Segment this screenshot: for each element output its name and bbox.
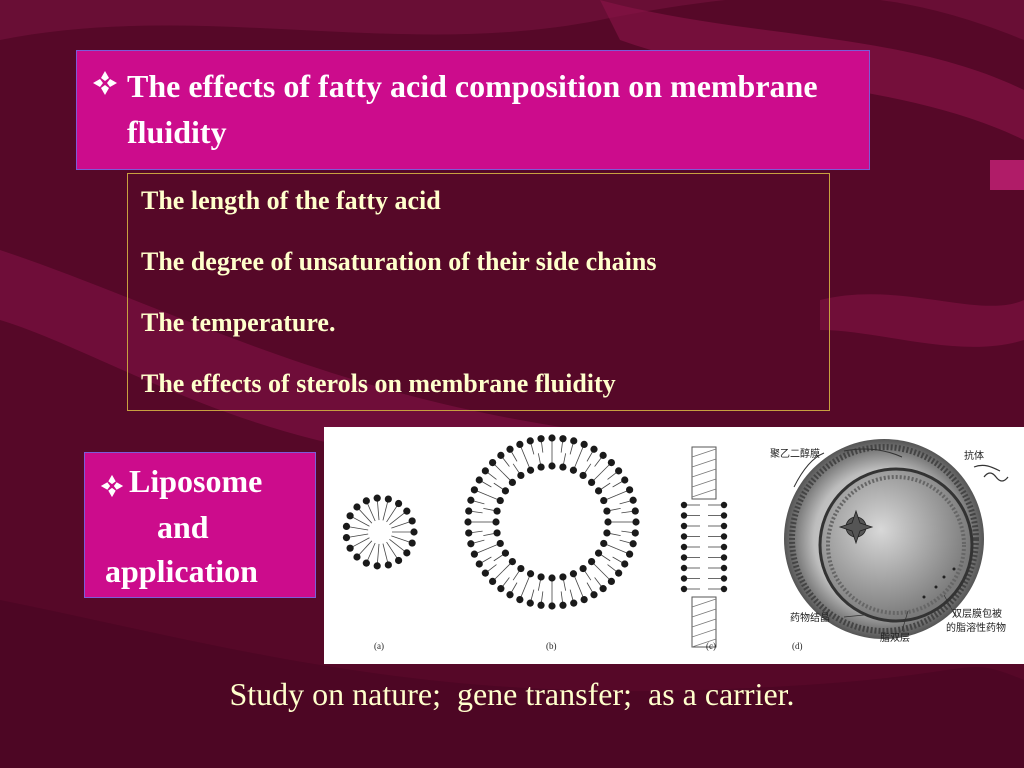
factors-box: The length of the fatty acid The degree … — [127, 173, 830, 411]
liposome-diagram: (a) (b) (c) (d) 聚乙二醇膜 抗体 药物结晶 脂双层 双层膜包被 … — [342, 434, 1009, 651]
panel-label-d: (d) — [792, 641, 803, 651]
liposome-figure: (a) (b) (c) (d) 聚乙二醇膜 抗体 药物结晶 脂双层 双层膜包被 … — [324, 427, 1024, 664]
panel-label-a: (a) — [374, 641, 384, 651]
liposome-label-line2: and — [157, 509, 209, 545]
annotation-wrapped-drug-2: 的脂溶性药物 — [946, 621, 1006, 634]
annotation-peg: 聚乙二醇膜 — [770, 447, 820, 460]
slide-title: The effects of fatty acid composition on… — [127, 68, 818, 150]
caption: Study on nature; gene transfer; as a car… — [229, 676, 795, 712]
annotation-bilayer: 脂双层 — [880, 631, 910, 644]
drug-crystal-drawing — [838, 509, 874, 545]
liposome-label-line1: Liposome — [129, 463, 263, 499]
panel-label-c: (c) — [706, 641, 716, 651]
annotation-wrapped-drug-1: 双层膜包被 — [952, 607, 1002, 620]
factor-item: The length of the fatty acid — [141, 186, 441, 215]
vesicle-drawing — [464, 434, 640, 610]
annotation-drug-crystal: 药物结晶 — [790, 611, 830, 624]
factor-item: The temperature. — [141, 308, 336, 337]
factor-item: The degree of unsaturation of their side… — [141, 247, 657, 276]
micelle-drawing — [342, 494, 418, 570]
diamond-bullet-icon — [100, 474, 124, 498]
factor-item: The effects of sterols on membrane fluid… — [141, 369, 616, 398]
panel-label-b: (b) — [546, 641, 557, 651]
liposome-label-line3: application — [105, 553, 258, 589]
drug-carrier-liposome-drawing — [784, 439, 1009, 639]
liposome-box: Liposome and application — [84, 452, 316, 598]
bilayer-strip-drawing — [680, 446, 728, 648]
title-box: The effects of fatty acid composition on… — [76, 50, 870, 170]
diamond-bullet-icon — [93, 71, 117, 95]
annotation-antibody: 抗体 — [964, 449, 984, 462]
